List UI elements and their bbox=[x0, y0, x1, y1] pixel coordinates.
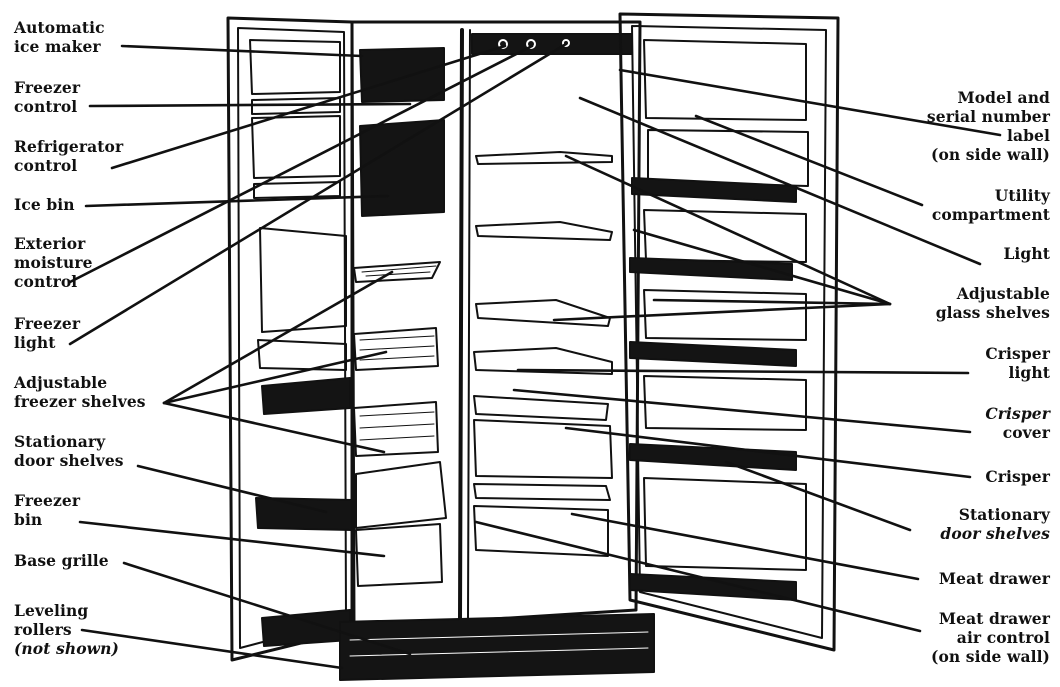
fresh-food-door bbox=[618, 12, 840, 652]
label-freezer-control: Freezer control bbox=[14, 78, 81, 116]
label-stationary-door-shelves-right: Stationary door shelves bbox=[940, 505, 1050, 543]
label-automatic-ice-maker: Automatic ice maker bbox=[14, 18, 105, 56]
label-freezer-light: Freezer light bbox=[14, 314, 81, 352]
label-adjustable-freezer-shelves: Adjustable freezer shelves bbox=[14, 373, 146, 411]
label-meat-drawer-air-control: Meat drawer air control (on side wall) bbox=[931, 609, 1050, 666]
label-base-grille: Base grille bbox=[14, 551, 109, 570]
label-refrigerator-control: Refrigerator control bbox=[14, 137, 124, 175]
label-adjustable-glass-shelves: Adjustable glass shelves bbox=[935, 284, 1050, 322]
leader-lines bbox=[68, 42, 1002, 670]
label-stationary-door-shelves-left: Stationary door shelves bbox=[14, 432, 124, 470]
freezer-door bbox=[226, 16, 356, 662]
label-crisper: Crisper bbox=[985, 467, 1050, 486]
label-crisper-cover: Crisper cover bbox=[985, 404, 1050, 442]
label-meat-drawer: Meat drawer bbox=[938, 569, 1050, 588]
label-crisper-light: Crisper light bbox=[985, 344, 1050, 382]
label-light: Light bbox=[1003, 244, 1050, 263]
label-leveling-rollers: Leveling rollers (not shown) bbox=[14, 601, 119, 658]
label-freezer-bin: Freezer bin bbox=[14, 491, 81, 529]
cabinet bbox=[339, 20, 655, 681]
label-exterior-moisture-control: Exterior moisture control bbox=[14, 234, 93, 291]
label-utility-compartment: Utility compartment bbox=[931, 186, 1050, 224]
label-ice-bin: Ice bin bbox=[14, 195, 75, 214]
label-model-serial-number: Model and serial number label (on side w… bbox=[926, 88, 1050, 164]
